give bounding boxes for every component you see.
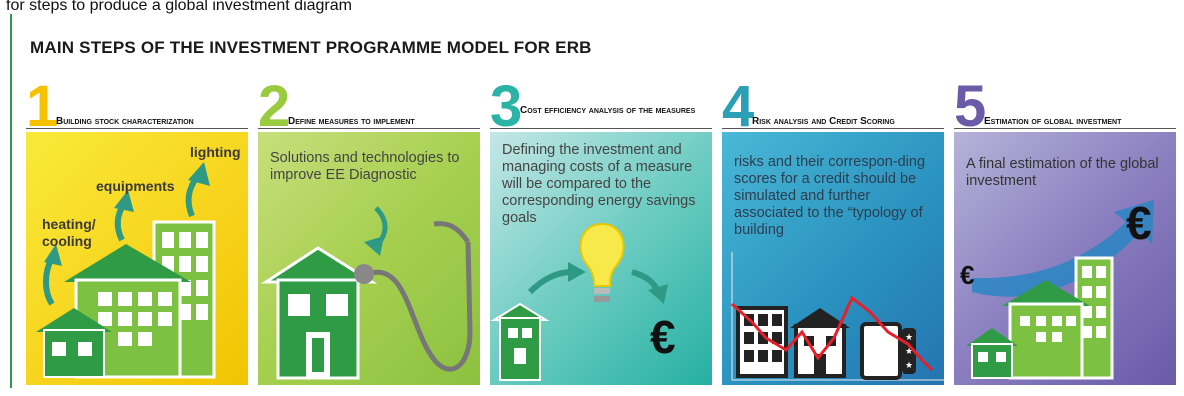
diagram-title: MAIN STEPS OF THE INVESTMENT PROGRAMME M… xyxy=(30,38,592,57)
label-heating: heating/ xyxy=(42,216,96,232)
svg-text:★: ★ xyxy=(905,361,913,371)
step-number: 5 xyxy=(954,74,987,139)
step-panel: lighting equipments heating/ cooling xyxy=(26,132,248,385)
step-1: 1 Building stock characterization xyxy=(26,74,248,385)
step-text: risks and their correspon-ding scores fo… xyxy=(734,154,926,238)
divider xyxy=(26,128,248,129)
label-cooling: cooling xyxy=(42,233,92,249)
label-equipments: equipments xyxy=(96,178,175,194)
step-text: Defining the investment and managing cos… xyxy=(502,142,696,226)
lightbulb-icon xyxy=(579,222,625,302)
euro-large-icon: € xyxy=(1126,197,1152,249)
step-2: 2 Define measures to implement Solution xyxy=(258,74,480,385)
divider xyxy=(258,128,480,129)
diagnostic-illustration xyxy=(260,206,473,380)
risk-line xyxy=(730,295,934,372)
global-investment-illustration xyxy=(966,200,1154,380)
top-caption-fragment: for steps to produce a global investment… xyxy=(6,0,352,14)
house-dark-icon xyxy=(790,308,850,378)
grid-building-icon xyxy=(736,306,788,378)
risk-chart-illustration: ★ ★ ★ xyxy=(730,252,944,381)
label-lighting: lighting xyxy=(190,144,241,160)
euro-small-icon: € xyxy=(960,260,975,290)
buildings-illustration xyxy=(36,162,216,379)
house-small-icon xyxy=(36,308,112,378)
down-arrow-icon xyxy=(364,206,388,256)
stethoscope-icon xyxy=(367,221,473,372)
step-number: 2 xyxy=(258,74,291,139)
svg-text:★: ★ xyxy=(905,333,913,343)
arrow-down-icon xyxy=(631,269,668,304)
step-title: Risk analysis and Credit Scoring xyxy=(752,116,895,127)
step-title: Estimation of global investment xyxy=(984,116,1122,127)
arrow-up-icon xyxy=(527,262,586,295)
step-number: 3 xyxy=(490,74,523,139)
divider xyxy=(490,128,712,129)
step-panel: ★ ★ ★ risks and their correspon-ding sco… xyxy=(722,132,944,385)
step-title: Building stock characterization xyxy=(56,116,194,127)
house-icon xyxy=(490,302,550,381)
left-rule xyxy=(10,14,12,388)
house-icon xyxy=(260,246,378,380)
stethoscope-chest-icon xyxy=(354,264,374,284)
growth-arrow-icon xyxy=(972,200,1154,297)
step-4: 4 Risk analysis and Credit Scoring xyxy=(722,74,944,385)
heating-arrow-icon xyxy=(43,256,55,306)
step-panel: Solutions and technologies to improve EE… xyxy=(258,132,480,385)
step-panel: Defining the investment and managing cos… xyxy=(490,132,712,385)
divider xyxy=(954,128,1176,129)
step-5: 5 Estimation of global investment xyxy=(954,74,1176,385)
step-number: 4 xyxy=(722,74,755,139)
step-text: A final estimation of the global investm… xyxy=(966,156,1159,189)
step-title: Define measures to implement xyxy=(288,116,415,127)
step-text: Solutions and technologies to improve EE… xyxy=(270,150,460,183)
step-panel: A final estimation of the global investm… xyxy=(954,132,1176,385)
step-number: 1 xyxy=(26,74,59,139)
euro-icon: € xyxy=(650,311,676,363)
step-3: 3 Cost efficiency analysis of the measur… xyxy=(490,74,712,385)
house-small-icon xyxy=(966,328,1018,379)
svg-text:★: ★ xyxy=(905,347,913,357)
cost-illustration xyxy=(490,222,668,381)
step-title: Cost efficiency analysis of the measures xyxy=(520,105,696,116)
divider xyxy=(722,128,944,129)
